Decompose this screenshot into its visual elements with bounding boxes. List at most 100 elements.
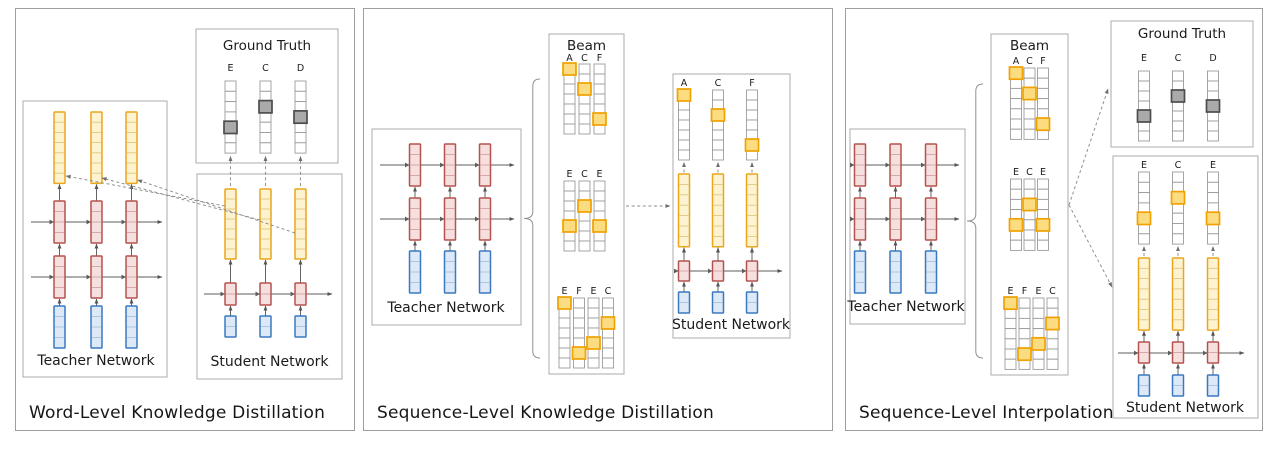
cell-stack: [592, 180, 607, 252]
cell: [1037, 87, 1049, 100]
highlighted-cell: [1035, 117, 1051, 132]
column-letter: C: [1049, 286, 1056, 297]
cell: [558, 317, 571, 329]
cell-stack: [293, 80, 308, 154]
cell: [573, 307, 585, 319]
cell: [224, 101, 237, 113]
cell-stack: [1205, 171, 1221, 245]
column-letter: D: [1209, 53, 1216, 64]
column-letter: E: [561, 286, 567, 297]
stack-body: [53, 111, 66, 185]
ground-truth-title: Ground Truth: [223, 38, 311, 54]
cell: [1207, 130, 1219, 142]
cell: [1138, 80, 1150, 92]
cell: [1010, 198, 1022, 211]
cell-stack: [1035, 178, 1051, 251]
cell: [578, 220, 591, 232]
cell: [602, 297, 614, 309]
cell: [294, 132, 307, 144]
cell-stack: [557, 296, 572, 369]
cell-stack: [478, 250, 492, 294]
cell: [746, 119, 758, 131]
cell: [294, 142, 307, 154]
teacher-network-box: [371, 128, 522, 326]
ground-truth-box: [195, 28, 339, 164]
cell: [678, 149, 690, 161]
cell-stack: [1031, 297, 1046, 370]
cell: [1004, 348, 1017, 360]
cell: [746, 89, 758, 101]
cell: [593, 83, 606, 95]
highlighted-cell: [592, 112, 607, 126]
column-letter: E: [566, 169, 572, 180]
cell: [224, 90, 237, 103]
student-to-teacher-distribution-arrow: [101, 177, 261, 221]
panel-caption: Word-Level Knowledge Distillation: [29, 403, 326, 423]
cell: [712, 129, 724, 141]
cell: [1138, 171, 1150, 183]
student-to-teacher-distribution-arrow: [65, 174, 226, 207]
arrowhead: [290, 291, 295, 297]
highlighted-cell: [600, 316, 616, 330]
arrowhead: [405, 216, 410, 222]
student-network-box: [196, 173, 343, 380]
word-level-kd-diagram: Teacher Network Student Network Ground Tru…: [22, 28, 343, 380]
ground-truth-box: [1110, 20, 1254, 148]
cell: [259, 121, 272, 133]
cell-stack: [259, 188, 272, 260]
column-letter: C: [1026, 56, 1033, 67]
highlighted-cell: [710, 108, 726, 122]
cell: [1172, 223, 1184, 235]
cell: [1004, 338, 1017, 350]
column-letter: E: [227, 63, 233, 74]
highlighted-cell: [676, 88, 692, 102]
highlighted-cell: [1017, 347, 1032, 362]
cell-stack: [745, 260, 759, 282]
cell-stack: [224, 315, 237, 338]
cell: [563, 103, 576, 115]
cell-stack: [259, 282, 272, 306]
cell-stack: [577, 63, 592, 135]
cell: [1018, 297, 1031, 309]
cell-stack: [258, 80, 273, 154]
column-letter: C: [1175, 53, 1182, 64]
brace: [966, 83, 984, 359]
cell-stack: [443, 143, 457, 187]
student-network: Student Network: [196, 173, 343, 380]
network-label: Teacher Network: [36, 353, 155, 369]
stack-body: [1137, 257, 1151, 331]
cell: [259, 142, 272, 154]
cell: [1138, 90, 1150, 102]
cell: [1172, 130, 1184, 142]
cell-stack: [294, 188, 307, 260]
cell-stack: [53, 305, 66, 349]
cell-stack: [1206, 341, 1220, 364]
cell-stack: [586, 297, 601, 369]
network-label: Student Network: [672, 317, 791, 333]
network-label: Teacher Network: [846, 299, 965, 315]
cell: [1138, 192, 1150, 204]
cell-stack: [1171, 374, 1185, 397]
highlighted-cell: [562, 62, 577, 76]
cell-stack: [562, 180, 577, 252]
beam-to-ground-truth-arrow: [1068, 88, 1109, 206]
cell: [712, 149, 724, 161]
highlighted-cell: [1136, 211, 1152, 226]
cell: [602, 347, 614, 359]
highlighted-cell: [586, 336, 601, 350]
column-letter: F: [576, 286, 581, 297]
highlighted-cell: [1170, 89, 1186, 103]
cell-stack: [924, 197, 938, 241]
teacher-network: Teacher Network: [22, 100, 168, 378]
arrowhead: [885, 162, 890, 168]
stack-body: [745, 173, 759, 248]
stack-body: [711, 173, 725, 248]
highlighted-cell: [1003, 296, 1018, 311]
